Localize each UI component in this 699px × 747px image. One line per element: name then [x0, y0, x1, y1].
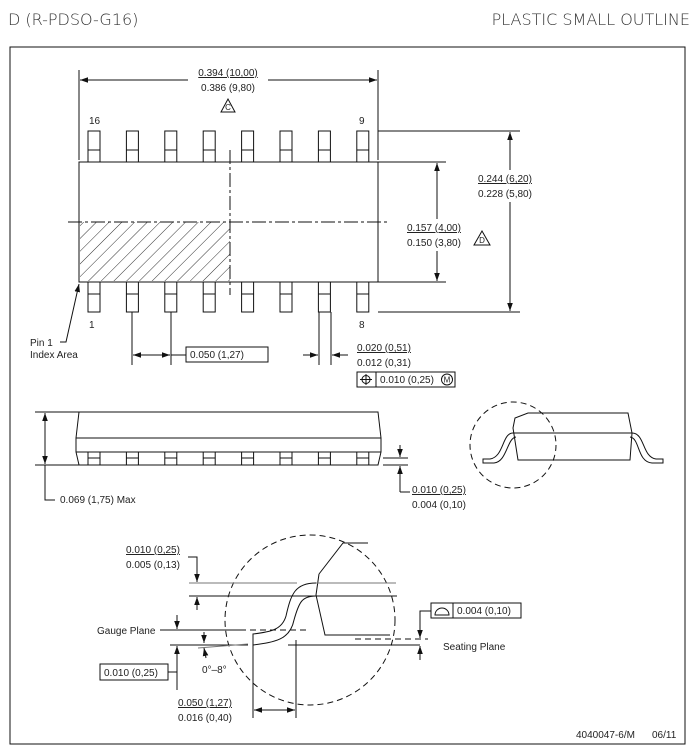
seating-plane-label: Seating Plane — [443, 642, 506, 653]
lead-top — [125, 130, 139, 163]
pin1-label: Pin 1 — [30, 338, 53, 349]
foot-length-max: 0.050 (1,27) — [178, 698, 232, 709]
lead-bottom — [317, 281, 331, 313]
length-max: 0.394 (10,00) — [198, 68, 258, 79]
angle-label: 0°–8° — [202, 665, 227, 676]
detail-view: 0.010 (0,25) 0.005 (0,13) Gauge Plane 0.… — [97, 534, 522, 724]
foot-length-min: 0.016 (0,40) — [178, 713, 232, 724]
package-type: PLASTIC SMALL OUTLINE — [492, 10, 690, 29]
body-width-min: 0.150 (3,80) — [407, 238, 461, 249]
lead-top — [356, 130, 370, 163]
lead-top — [279, 130, 293, 163]
lead-bottom — [125, 281, 139, 313]
lead-top — [202, 130, 216, 163]
lead-thickness-max: 0.010 (0,25) — [126, 545, 180, 556]
standoff-max: 0.010 (0,25) — [412, 485, 466, 496]
pin1-index-area — [80, 222, 230, 281]
lead-bottom — [87, 281, 101, 313]
lead-bottom — [279, 281, 293, 313]
top-view: 0.394 (10,00) 0.386 (9,80) C 16 9 1 8 Pi… — [30, 68, 544, 388]
note-triangle-icon — [220, 97, 236, 113]
drawing-number: 4040047-6/M — [576, 730, 635, 741]
profile-surface-icon — [434, 607, 450, 616]
pin1-label-2: Index Area — [30, 350, 78, 361]
lead-bottom — [202, 281, 216, 313]
lead-top — [317, 130, 331, 163]
pin-1-label: 1 — [89, 320, 95, 331]
note-triangle-icon — [473, 229, 491, 246]
gauge-plane-label: Gauge Plane — [97, 626, 156, 637]
lead-top — [241, 130, 255, 163]
side-view: 0.069 (1,75) Max 0.010 (0,25) 0.004 (0,1… — [35, 401, 664, 511]
lead-bottom — [164, 281, 178, 313]
overall-width-max: 0.244 (6,20) — [478, 174, 532, 185]
coplanarity: 0.004 (0,10) — [457, 606, 511, 617]
pitch-dim: 0.050 (1,27) — [190, 350, 244, 361]
mmc-icon — [441, 373, 453, 386]
length-min: 0.386 (9,80) — [201, 83, 255, 94]
pin-8-label: 8 — [359, 320, 365, 331]
body-width-max: 0.157 (4,00) — [407, 223, 461, 234]
height-max: 0.069 (1,75) Max — [60, 495, 136, 506]
lead-width-max: 0.020 (0,51) — [357, 343, 411, 354]
pin-16-label: 16 — [89, 116, 101, 127]
pin-9-label: 9 — [359, 116, 365, 127]
drawing-date: 06/11 — [652, 730, 677, 741]
lead-top — [87, 130, 101, 163]
lead-bottom — [241, 281, 255, 313]
lead-thickness-min: 0.005 (0,13) — [126, 560, 180, 571]
lead-top — [164, 130, 178, 163]
gauge-height: 0.010 (0,25) — [104, 668, 158, 679]
standoff-min: 0.004 (0,10) — [412, 500, 466, 511]
mmc-label: M — [444, 376, 451, 385]
package-code: D (R-PDSO-G16) — [8, 10, 138, 29]
overall-width-min: 0.228 (5,80) — [478, 189, 532, 200]
lead-width-min: 0.012 (0,31) — [357, 358, 411, 369]
lead-bottom — [356, 281, 370, 313]
position-tolerance: 0.010 (0,25) — [380, 375, 434, 386]
note-d: D — [479, 236, 485, 245]
note-c: C — [225, 103, 231, 112]
drawing-frame — [9, 46, 686, 745]
